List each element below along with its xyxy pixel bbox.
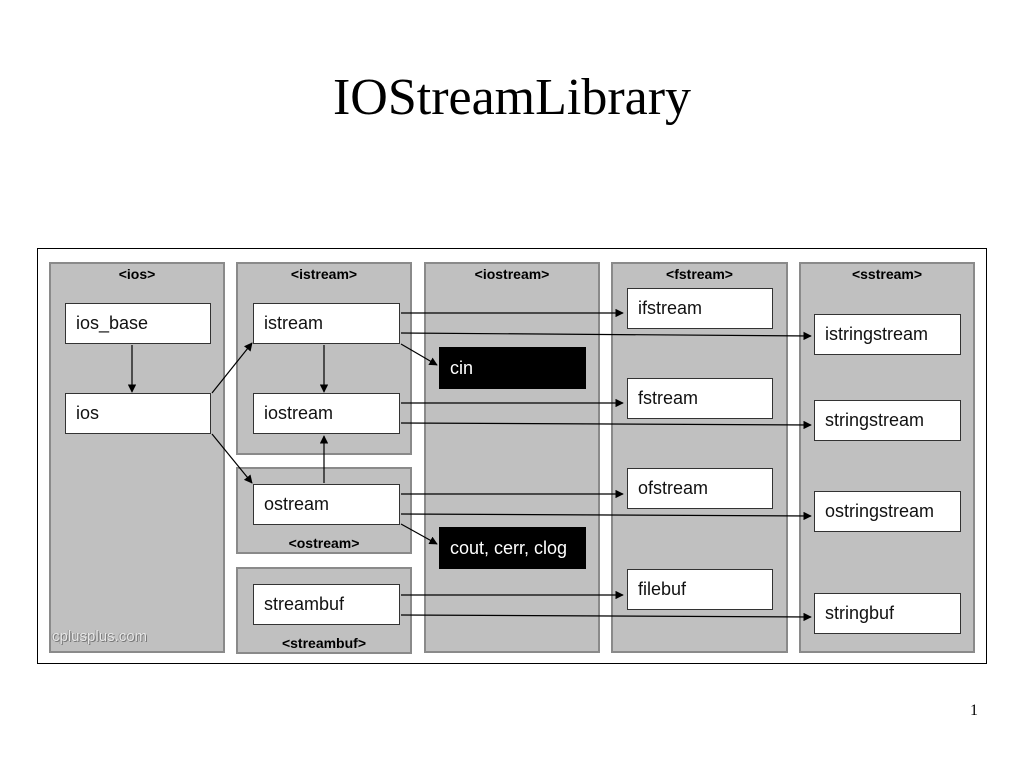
node-ios: ios bbox=[65, 393, 211, 434]
panel-label-streambuf: <streambuf> bbox=[281, 635, 367, 651]
panel-label-fstream: <fstream> bbox=[666, 266, 733, 282]
node-filebuf: filebuf bbox=[627, 569, 773, 610]
node-ios-base: ios_base bbox=[65, 303, 211, 344]
node-ofstream: ofstream bbox=[627, 468, 773, 509]
node-istream: istream bbox=[253, 303, 400, 344]
node-stringstream: stringstream bbox=[814, 400, 961, 441]
node-cout-cerr-clog: cout, cerr, clog bbox=[439, 527, 586, 569]
node-stringbuf: stringbuf bbox=[814, 593, 961, 634]
node-istringstream: istringstream bbox=[814, 314, 961, 355]
node-iostream: iostream bbox=[253, 393, 400, 434]
panel-label-ios: <ios> bbox=[118, 266, 156, 282]
panel-label-istream: <istream> bbox=[290, 266, 358, 282]
panel-label-sstream: <sstream> bbox=[851, 266, 923, 282]
node-streambuf: streambuf bbox=[253, 584, 400, 625]
node-ostream: ostream bbox=[253, 484, 400, 525]
node-fstream: fstream bbox=[627, 378, 773, 419]
node-ifstream: ifstream bbox=[627, 288, 773, 329]
panel-label-ostream: <ostream> bbox=[288, 535, 360, 551]
node-cin: cin bbox=[439, 347, 586, 389]
watermark-text: cplusplus.com bbox=[52, 628, 148, 645]
panel-label-iostream: <iostream> bbox=[474, 266, 550, 282]
slide-title: IOStreamLibrary bbox=[332, 69, 692, 126]
page-number: 1 bbox=[970, 702, 978, 719]
node-ostringstream: ostringstream bbox=[814, 491, 961, 532]
panel-iostream: <iostream> bbox=[424, 262, 600, 653]
